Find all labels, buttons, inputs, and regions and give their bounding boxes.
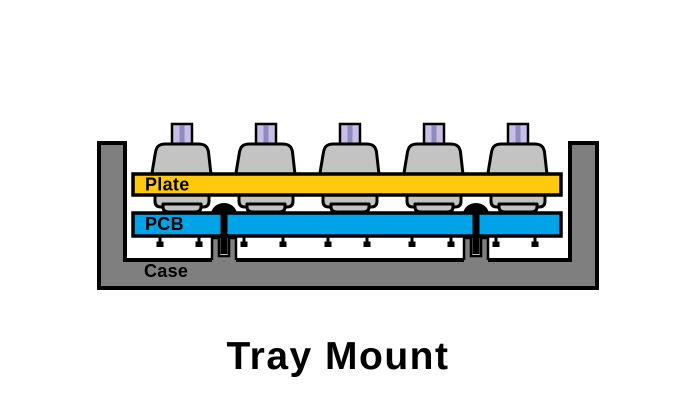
case-label: Case bbox=[144, 261, 188, 281]
switches bbox=[149, 122, 549, 214]
plate-label: Plate bbox=[145, 175, 190, 195]
switch-pin bbox=[156, 236, 164, 247]
screw-left bbox=[211, 203, 237, 254]
switch-pin bbox=[531, 236, 539, 247]
pcb-bar bbox=[131, 211, 563, 238]
switch-pin bbox=[279, 236, 287, 247]
plate-bar bbox=[131, 172, 563, 197]
plate: Plate bbox=[131, 172, 563, 197]
switch-1 bbox=[149, 122, 213, 214]
screw-shaft-icon bbox=[220, 206, 228, 254]
switch-pin bbox=[363, 236, 371, 247]
switch-pin bbox=[195, 236, 203, 247]
switch-pin bbox=[447, 236, 455, 247]
switch-pin bbox=[408, 236, 416, 247]
switch-2 bbox=[233, 122, 297, 214]
case-standoff-left-outline bbox=[210, 236, 238, 260]
page-title: Tray Mount bbox=[226, 335, 449, 378]
screw-head-icon bbox=[463, 203, 489, 215]
case-standoff-right-outline bbox=[462, 236, 490, 260]
switch-3 bbox=[317, 122, 381, 214]
case-tray-shape bbox=[97, 141, 599, 290]
switch-4 bbox=[401, 122, 465, 214]
pcb: PCB bbox=[131, 211, 563, 247]
pcb-label: PCB bbox=[145, 214, 184, 234]
screw-right bbox=[463, 203, 489, 254]
switch-pin bbox=[492, 236, 500, 247]
switch-pin bbox=[240, 236, 248, 247]
case: Case bbox=[97, 141, 599, 290]
switch-5 bbox=[485, 122, 549, 214]
screw-shaft-icon bbox=[472, 206, 480, 254]
screw-head-icon bbox=[211, 203, 237, 215]
switch-pin bbox=[324, 236, 332, 247]
